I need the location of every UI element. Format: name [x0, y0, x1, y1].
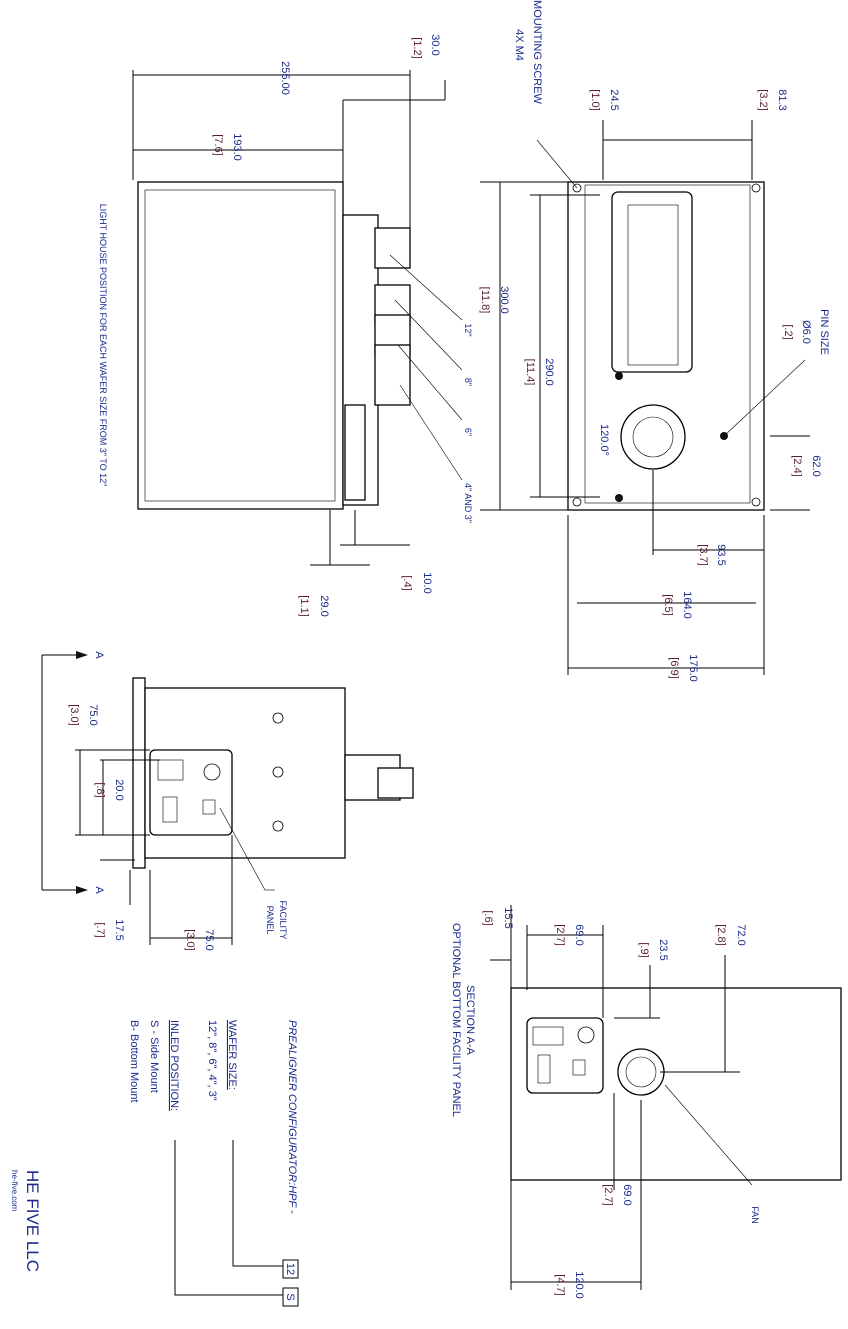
fan: [617, 1048, 665, 1096]
pin-size-in: [.2]: [782, 324, 794, 339]
configurator-title: PREALIGNER CONFIGURATOR:HPF -: [286, 1020, 298, 1214]
dim-24-5-in: [1.0]: [589, 89, 601, 110]
dim-24-5: 24.5: [608, 89, 620, 110]
dim-69-a: 69.0: [573, 924, 585, 945]
dim-290: 290.0: [543, 358, 555, 386]
dim-29-in: [1.1]: [298, 595, 310, 616]
end-view: A A 75.0 [3.0] 20.0 [.8] 17.5 [.7] 75.0 …: [41, 651, 414, 951]
dim-17-5: 17.5: [113, 919, 125, 940]
facility-label-2: PANEL: [265, 906, 275, 935]
top-view: MOUNTING SCREW 4X M4 24.5 [1.0] 81.3 [3.…: [479, 0, 830, 682]
dim-10: 10.0: [421, 572, 433, 593]
dim-69-b: 69.0: [621, 1184, 633, 1205]
pin-size-label: PIN SIZE: [818, 309, 830, 355]
dim-120-in: [4.7]: [554, 1274, 566, 1295]
dim-175: 175.0: [687, 654, 699, 682]
facility-panel: [149, 749, 233, 836]
dim-81-3: 81.3: [776, 89, 788, 110]
dim-72: 72.0: [735, 924, 747, 945]
dim-290-in: [11.4]: [524, 359, 536, 386]
angle-120: 120.0°: [598, 424, 610, 456]
dim-30-in: [1.2]: [411, 37, 423, 58]
dim-300-in: [11.8]: [479, 287, 491, 314]
pos-8: 8": [463, 378, 473, 386]
dim-120: 120.0: [573, 1271, 585, 1299]
section-marker-a-bottom: A: [93, 886, 105, 894]
lighthouse-note: LIGHT HOUSE POSITION FOR EACH WAFER SIZE…: [98, 204, 108, 487]
side-body: [137, 181, 344, 510]
dim-69-a-in: [2.7]: [554, 924, 566, 945]
pos-6: 6": [463, 428, 473, 436]
dim-30: 30.0: [429, 34, 441, 55]
wafer-size-label: WAFER SIZE:: [226, 1020, 238, 1090]
inlet-position-label: INLED POSITION:: [168, 1020, 180, 1111]
inlet-option-side: S - Side Mount: [148, 1020, 160, 1093]
company-name: HE FIVE LLC: [23, 1170, 42, 1272]
configurator: PREALIGNER CONFIGURATOR:HPF - 12 S WAFER…: [128, 1020, 299, 1307]
inlet-option-bottom: B- Bottom Mount: [128, 1020, 140, 1103]
dim-93-5-in: [3.7]: [697, 544, 709, 565]
dim-15-5-in: [.6]: [482, 910, 494, 925]
dim-164: 164.0: [681, 591, 693, 619]
dim-23-5-in: [.9]: [638, 942, 650, 957]
section-marker-a-top: A: [93, 651, 105, 659]
wafer-size-options: 12", 8", 6", 4", 3": [206, 1020, 218, 1101]
pin-size-value: Ø6.0: [800, 320, 812, 344]
mounting-screw-label: MOUNTING SCREW: [531, 0, 543, 105]
dim-164-in: [6.5]: [662, 594, 674, 615]
dim-10-in: [.4]: [401, 575, 413, 590]
mounting-screw-spec: 4X M4: [513, 29, 525, 61]
dim-72-in: [2.8]: [715, 924, 727, 945]
dim-17-5-in: [.7]: [94, 922, 106, 937]
dim-300: 300.0: [498, 286, 510, 314]
dim-62: 62.0: [810, 455, 822, 476]
dim-20-in: [.8]: [94, 782, 106, 797]
dim-29: 29.0: [318, 595, 330, 616]
wafer-code: 12: [284, 1263, 296, 1275]
dim-23-5: 23.5: [657, 939, 669, 960]
side-view: 255.00 30.0 [1.2] 193.0 [7.6] LIGHT HOUS…: [98, 34, 473, 616]
section-subtitle: OPTIONAL BOTTOM FACILITY PANEL: [450, 923, 462, 1117]
facility-label-1: FACILITY: [278, 900, 288, 939]
dim-69-b-in: [2.7]: [602, 1184, 614, 1205]
inlet-code: S: [284, 1293, 296, 1300]
dim-20: 20.0: [113, 779, 125, 800]
dim-75-a: 75.0: [87, 704, 99, 725]
dim-255: 255.00: [279, 61, 291, 95]
dim-75-b-in: [3.0]: [184, 929, 196, 950]
company-url: he-five.com: [10, 1170, 19, 1212]
dim-193: 193.0: [231, 133, 243, 161]
dim-75-a-in: [3.0]: [68, 704, 80, 725]
dim-93-5: 93.5: [715, 544, 727, 565]
section-a-a: SECTION A-A OPTIONAL BOTTOM FACILITY PAN…: [450, 905, 842, 1299]
dim-175-in: [6.9]: [668, 657, 680, 678]
dim-75-b: 75.0: [203, 929, 215, 950]
dim-62-in: [2.4]: [791, 455, 803, 476]
section-title: SECTION A-A: [464, 985, 476, 1055]
dim-15-5: 15.5: [502, 907, 514, 928]
fan-label: FAN: [750, 1206, 760, 1224]
pos-4-3: 4" AND 3": [463, 483, 473, 523]
dim-81-3-in: [3.2]: [757, 89, 769, 110]
dim-193-in: [7.6]: [212, 134, 224, 155]
pos-12: 12": [463, 323, 473, 336]
